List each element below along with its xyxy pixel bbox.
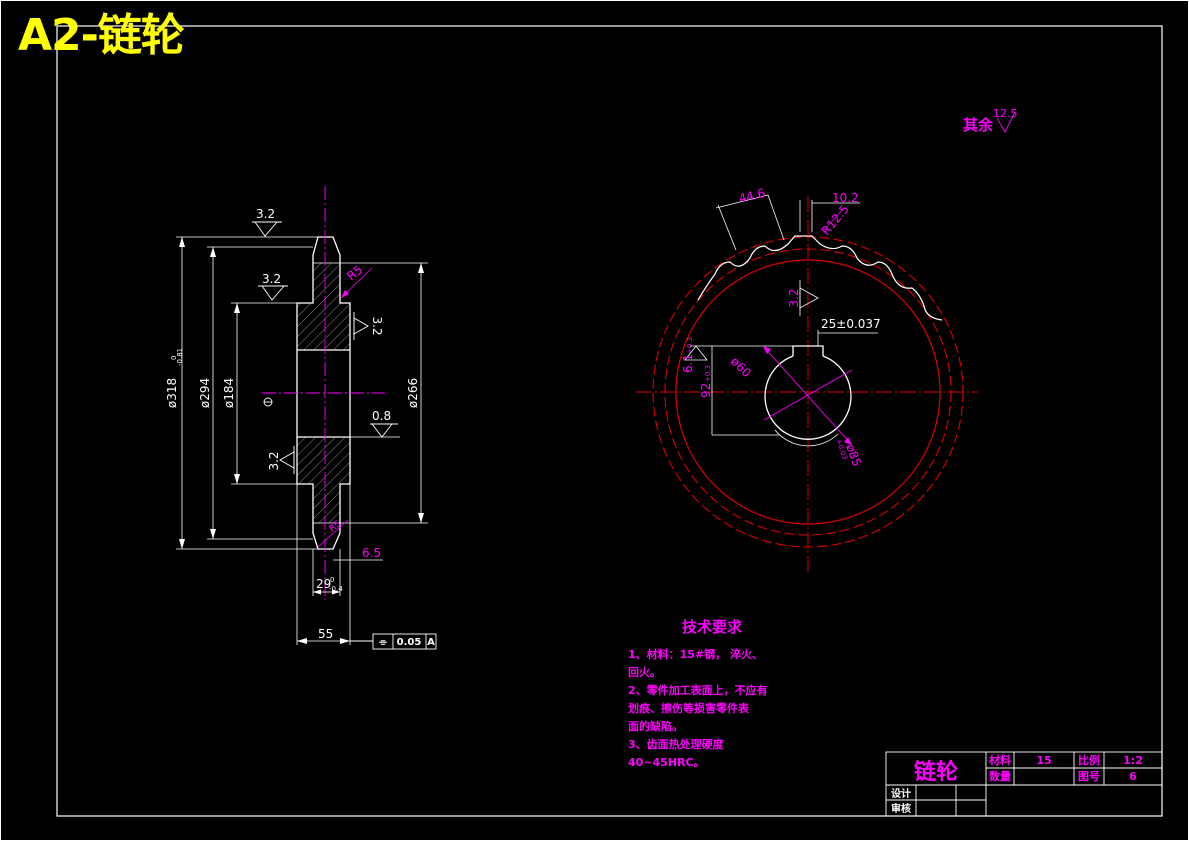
- tech-line-6: 3、齿面热处理硬度: [628, 737, 725, 751]
- dim-w29: 29: [316, 577, 331, 591]
- tech-line-5: 面的缺陷。: [628, 719, 683, 733]
- hatch-upper: [297, 263, 350, 350]
- title-review-label: 审核: [891, 802, 911, 815]
- dim-r5: R5: [344, 262, 365, 283]
- title-qty-label: 数量: [989, 769, 1011, 783]
- tolerance-symbol: ⌯: [378, 637, 388, 648]
- dim-d318-sup: 0: [170, 356, 178, 360]
- title-drawing-no-label: 图号: [1078, 770, 1100, 783]
- keyway: [792, 345, 824, 356]
- dim-44-6: 44.6: [737, 186, 766, 206]
- tech-line-1: 1、材料：15#钢， 淬火、: [628, 647, 763, 661]
- tolerance-value: 0.05: [397, 637, 422, 648]
- roughness-hub: 3.2: [262, 272, 281, 286]
- side-profile: [296, 236, 351, 550]
- tech-requirements: 技术要求 1、材料：15#钢， 淬火、 回火。 2、零件加工表面上，不应有 划痕…: [628, 618, 768, 769]
- dim-d184: ø184: [222, 378, 236, 408]
- title-scale-label: 比例: [1078, 753, 1100, 767]
- title-drawing-no-value: 6: [1129, 770, 1137, 783]
- title-material-value: 15: [1036, 754, 1051, 767]
- tolerance-datum: A: [427, 637, 435, 648]
- roughness-bore: 0.8: [372, 409, 391, 423]
- bore-circle: [764, 355, 852, 440]
- side-section-view: [176, 186, 437, 650]
- roughness-top: 3.2: [256, 207, 275, 221]
- tech-line-2: 回火。: [628, 665, 661, 679]
- roughness-other: 其余 12.5: [963, 107, 1018, 134]
- dim-d294: ø294: [198, 378, 212, 408]
- dim-d318: ø318: [165, 378, 179, 408]
- dim-keyway-width: 25±0.037: [821, 317, 881, 331]
- roughness-right: 3.2: [370, 316, 384, 335]
- drawing-frame: [56, 25, 1163, 817]
- title-part-name: 链轮: [914, 759, 958, 785]
- dim-w29-sup: 0: [330, 576, 334, 584]
- dim-w55: 55: [318, 627, 333, 641]
- title-design-label: 设计: [891, 787, 911, 800]
- tech-heading: 技术要求: [682, 618, 743, 636]
- tech-line-7: 40~45HRC。: [628, 756, 705, 769]
- dim-d60: ø60: [728, 354, 754, 380]
- front-view: [636, 194, 978, 575]
- roughness-lower: 3.2: [267, 451, 281, 470]
- dim-r12-5: R12.5: [819, 202, 852, 238]
- dim-6-1-tol: +0.3: [686, 337, 694, 354]
- roughness-key: 3.2: [787, 288, 801, 307]
- dim-92-tol: +0.3: [704, 365, 712, 382]
- tech-line-4: 划痕、擦伤等损害零件表: [628, 701, 750, 715]
- dim-d318-sub: -0.81: [176, 348, 184, 366]
- title-material-label: 材料: [989, 753, 1011, 767]
- dim-w65: 6.5: [362, 546, 381, 560]
- roughness-other-label: 其余: [963, 116, 994, 134]
- roughness-other-value: 12.5: [993, 107, 1018, 120]
- tech-line-3: 2、零件加工表面上，不应有: [628, 683, 768, 697]
- dim-10-2: 10.2: [832, 191, 859, 205]
- tooth-profile: [714, 235, 943, 321]
- hatch-lower: [297, 437, 350, 523]
- dim-6-1: 6.1: [681, 354, 695, 373]
- dim-d266: ø266: [406, 378, 420, 408]
- title-block: 链轮 材料 15 比例 1:2 数量 图号 6 设计 审核: [885, 751, 1163, 817]
- sheet-title: A2-链轮: [18, 10, 185, 61]
- dim-92: 92: [699, 383, 713, 398]
- title-scale-value: 1:2: [1123, 754, 1143, 767]
- dim-w29-sub: -0.4: [329, 585, 343, 593]
